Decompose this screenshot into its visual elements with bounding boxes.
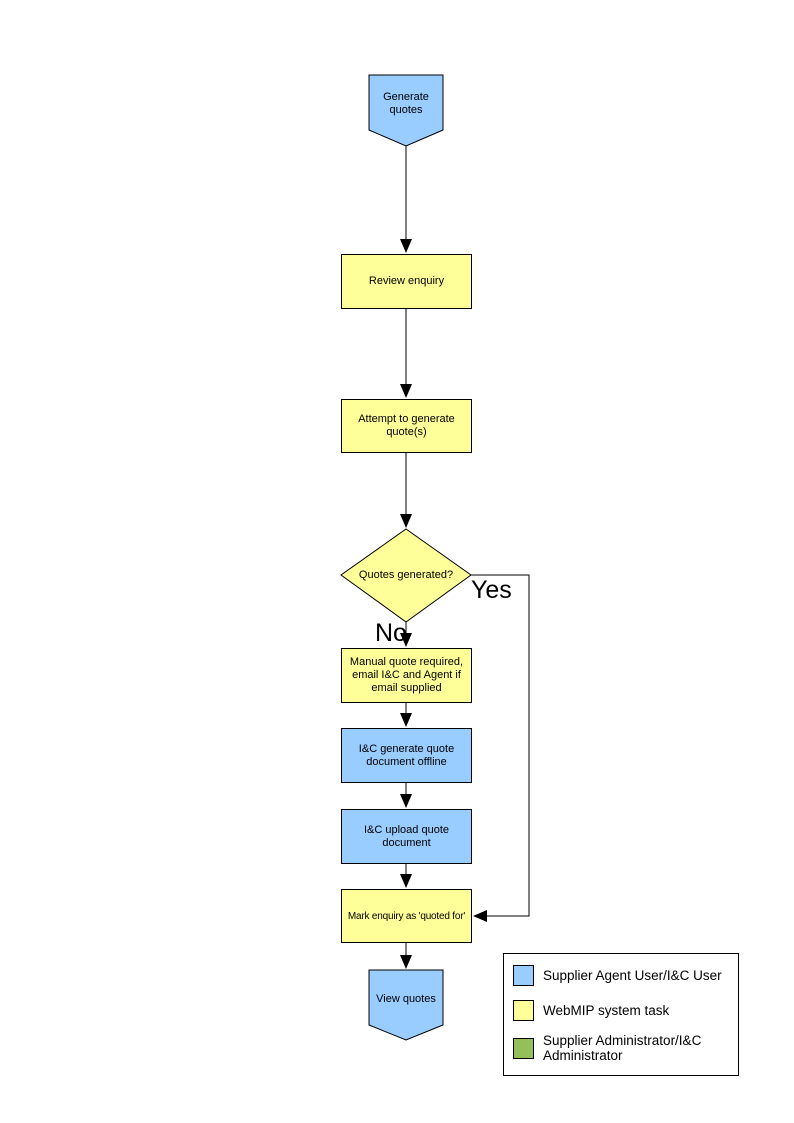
node-attempt-generate-quotes: Attempt to generate quote(s) [341,399,472,453]
legend-swatch-system-task [513,1000,534,1021]
node-generate-quotes-label: Generate quotes [383,91,429,116]
node-quotes-generated-shape [340,528,472,623]
branch-label-yes: Yes [471,576,512,604]
node-view-quotes-label: View quotes [376,992,436,1005]
node-ic-upload-quote-document: I&C upload quote document [341,809,472,864]
node-quotes-generated-label: Quotes generated? [358,568,454,581]
legend-row-system: WebMIP system task [513,1000,729,1021]
legend-label-admin-task: Supplier Administrator/I&C Administrator [543,1033,702,1063]
branch-label-no: No [375,619,407,647]
legend-label-user-task: Supplier Agent User/I&C User [543,968,722,983]
node-ic-generate-quote-offline: I&C generate quote document offline [341,728,472,783]
legend-row-user: Supplier Agent User/I&C User [513,965,729,986]
node-review-enquiry: Review enquiry [341,254,472,309]
legend-swatch-admin-task [513,1037,534,1059]
connector-decision-yes-to-mark [471,574,530,922]
node-generate-quotes-shape [368,74,444,147]
legend-row-admin: Supplier Administrator/I&C Administrator [513,1033,729,1063]
node-mark-enquiry-quoted-for: Mark enquiry as 'quoted for' [341,889,472,943]
legend: Supplier Agent User/I&C User WebMIP syst… [503,953,739,1076]
node-view-quotes-shape [368,969,444,1041]
node-manual-quote-required: Manual quote required, email I&C and Age… [341,648,472,703]
legend-swatch-user-task [513,965,534,986]
legend-label-system-task: WebMIP system task [543,1003,670,1018]
